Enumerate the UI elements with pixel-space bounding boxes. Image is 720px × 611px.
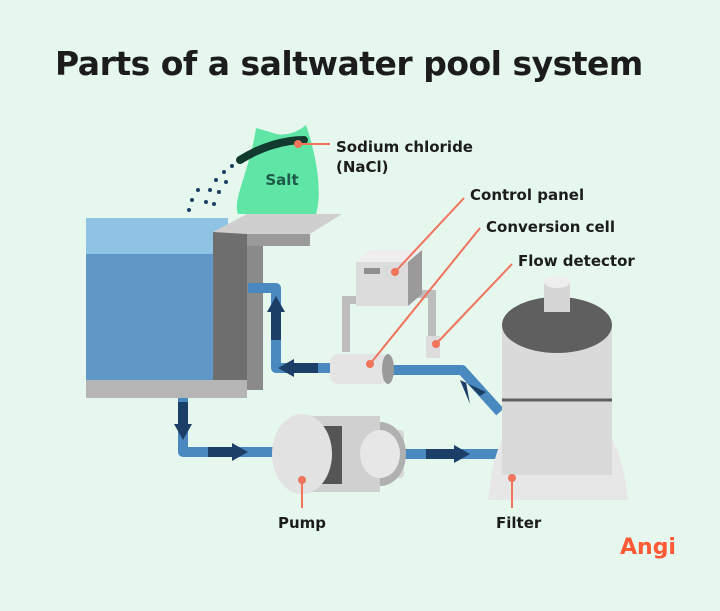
pool-deck bbox=[213, 214, 342, 234]
filter-top bbox=[502, 297, 612, 353]
pump bbox=[272, 414, 406, 494]
control-panel bbox=[342, 250, 436, 352]
angi-logo: Angi bbox=[620, 535, 676, 560]
pool-wall bbox=[213, 232, 247, 390]
flow-arrow-shaft bbox=[426, 449, 454, 459]
flow-arrow-head bbox=[278, 359, 294, 377]
conversion-cell-body bbox=[330, 354, 388, 384]
pump-face-inner bbox=[360, 430, 400, 478]
conversion-cell-end bbox=[382, 354, 394, 384]
flow-arrow-shaft bbox=[208, 447, 232, 457]
flow-arrow-head bbox=[454, 445, 470, 463]
pool bbox=[86, 214, 342, 398]
pump-rear bbox=[272, 414, 332, 494]
pointer-flow-detector bbox=[435, 263, 513, 345]
flow-arrow-shaft bbox=[271, 312, 281, 340]
flow-arrow-shaft bbox=[294, 363, 318, 373]
label-pump: Pump bbox=[278, 514, 326, 532]
label-control-panel: Control panel bbox=[470, 186, 584, 204]
pool-wall-side bbox=[247, 246, 263, 390]
flow-arrows bbox=[174, 296, 486, 463]
pointer-control-panel bbox=[394, 197, 465, 273]
control-panel-side bbox=[408, 250, 422, 306]
conversion-cell bbox=[330, 354, 394, 384]
control-panel-front bbox=[356, 262, 408, 306]
salt-bag: Salt bbox=[187, 125, 319, 214]
control-panel-top bbox=[356, 250, 422, 262]
flow-arrow-head bbox=[232, 443, 248, 461]
pipe-filter-to-cell bbox=[392, 365, 504, 416]
label-conversion-cell: Conversion cell bbox=[486, 218, 615, 236]
label-sodium-chloride: Sodium chloride bbox=[336, 138, 473, 156]
pointer-lines bbox=[298, 143, 513, 508]
label-filter: Filter bbox=[496, 514, 542, 532]
pool-floor bbox=[86, 380, 247, 398]
page-title: Parts of a saltwater pool system bbox=[55, 44, 643, 83]
pool-deck-edge bbox=[247, 234, 310, 246]
control-panel-display bbox=[364, 268, 380, 274]
flow-arrow-diagonal bbox=[460, 380, 486, 404]
pointer-dots bbox=[294, 140, 516, 484]
control-panel-wire-left bbox=[342, 296, 362, 352]
salt-pour-dots bbox=[187, 164, 234, 212]
salt-label: Salt bbox=[265, 171, 298, 189]
pipe-pool-to-pump bbox=[178, 398, 285, 457]
flow-arrow-head bbox=[174, 424, 192, 440]
pool-water-surface bbox=[86, 218, 228, 254]
label-nacl: (NaCl) bbox=[336, 158, 389, 176]
filter-valve-top bbox=[544, 276, 570, 288]
label-flow-detector: Flow detector bbox=[518, 252, 635, 270]
flow-arrow-head bbox=[267, 296, 285, 312]
filter bbox=[488, 276, 628, 500]
pointer-conversion-cell bbox=[369, 227, 481, 365]
flow-arrow-shaft bbox=[178, 402, 188, 426]
